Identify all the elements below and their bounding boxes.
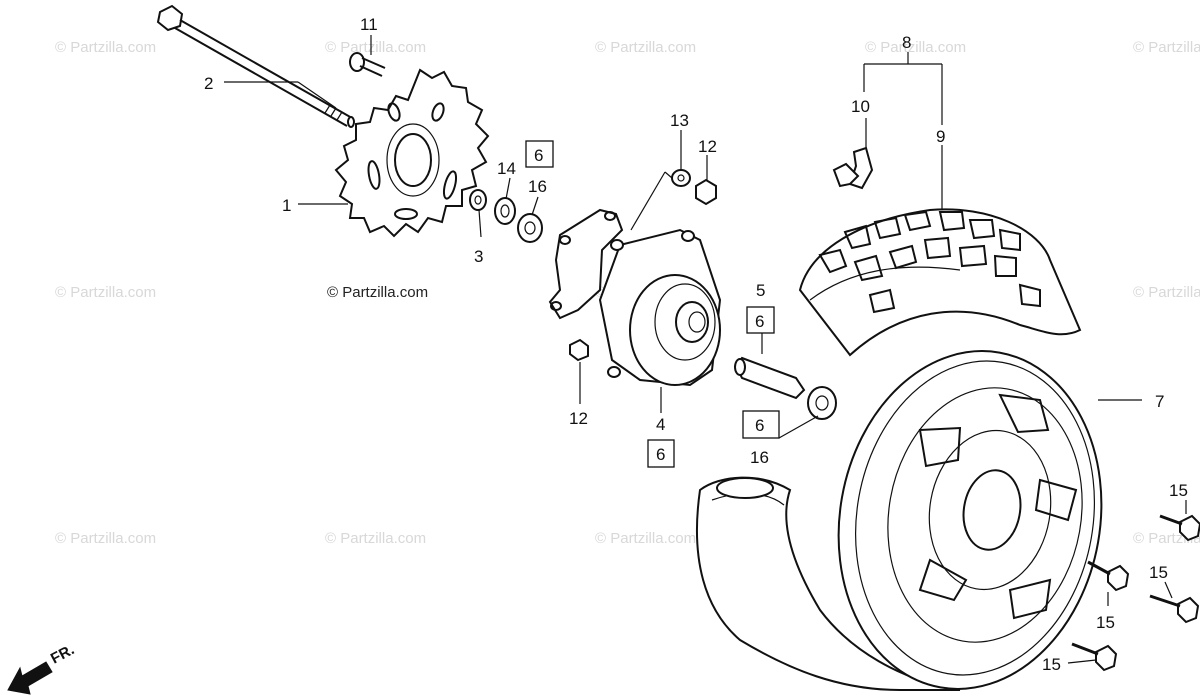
callout-15: 15 <box>1169 481 1188 500</box>
callout-16-lower: 16 <box>750 448 769 467</box>
boxed-callout-6: 6 <box>755 312 764 331</box>
callout-10: 10 <box>851 97 870 116</box>
wheel-rim <box>837 350 1103 690</box>
wheel-nut-a <box>1159 514 1200 542</box>
callouts: 1 2 3 4 5 7 8 9 10 11 12 12 13 14 16 16 … <box>204 15 1188 674</box>
watermark: © Partzilla.com <box>865 39 966 56</box>
callout-14: 14 <box>497 159 516 178</box>
boxed-callout-6: 6 <box>755 416 764 435</box>
callout-12-upper: 12 <box>698 137 717 156</box>
bearing-lower <box>807 386 837 420</box>
watermark: © Partzilla.com <box>1133 284 1200 301</box>
rear-sprocket <box>334 68 490 238</box>
bearing <box>517 213 543 243</box>
watermark: © Partzilla.com <box>1133 39 1200 56</box>
sprocket-hub <box>548 208 624 320</box>
callout-8: 8 <box>902 33 911 52</box>
boxed-callouts: 6 6 6 6 <box>525 140 780 468</box>
callout-13: 13 <box>670 111 689 130</box>
callout-15: 15 <box>1042 655 1061 674</box>
axle-bolt <box>156 4 355 128</box>
washer <box>671 169 691 187</box>
callout-7: 7 <box>1155 392 1164 411</box>
callout-15: 15 <box>1149 563 1168 582</box>
partzilla-credit: © Partzilla.com <box>327 284 428 301</box>
callout-11: 11 <box>360 15 378 34</box>
callout-16-upper: 16 <box>528 177 547 196</box>
boxed-callout-6: 6 <box>534 146 543 165</box>
watermark: © Partzilla.com <box>55 284 156 301</box>
watermark: © Partzilla.com <box>325 39 426 56</box>
front-label: FR. <box>48 641 77 667</box>
wheel-nut-b <box>1087 560 1130 592</box>
watermark: © Partzilla.com <box>595 530 696 547</box>
oil-seal <box>494 197 516 225</box>
callout-1: 1 <box>282 196 291 215</box>
valve-stem <box>832 146 874 190</box>
callout-5: 5 <box>756 281 765 300</box>
callout-15: 15 <box>1096 613 1115 632</box>
sprocket-bolt <box>349 52 386 77</box>
boxed-callout-6: 6 <box>656 445 665 464</box>
flange-nut-upper <box>695 178 717 206</box>
wheel-nut-d <box>1071 642 1118 672</box>
leader-lines <box>224 35 1187 664</box>
wheel-nut-c <box>1149 594 1200 624</box>
watermark: © Partzilla.com <box>55 530 156 547</box>
watermark: © Partzilla.com <box>595 39 696 56</box>
watermark: © Partzilla.com <box>55 39 156 56</box>
distance-collar <box>734 356 806 400</box>
tire-upper <box>798 208 1082 357</box>
collar <box>469 189 487 211</box>
callout-4: 4 <box>656 415 665 434</box>
flange-nut-lower <box>569 338 589 362</box>
callout-2: 2 <box>204 74 213 93</box>
front-direction-arrow-icon: FR. <box>7 641 77 695</box>
callout-3: 3 <box>474 247 483 266</box>
rear-hub <box>598 228 722 387</box>
callout-9: 9 <box>936 127 945 146</box>
watermark: © Partzilla.com <box>325 530 426 547</box>
callout-12-lower: 12 <box>569 409 588 428</box>
